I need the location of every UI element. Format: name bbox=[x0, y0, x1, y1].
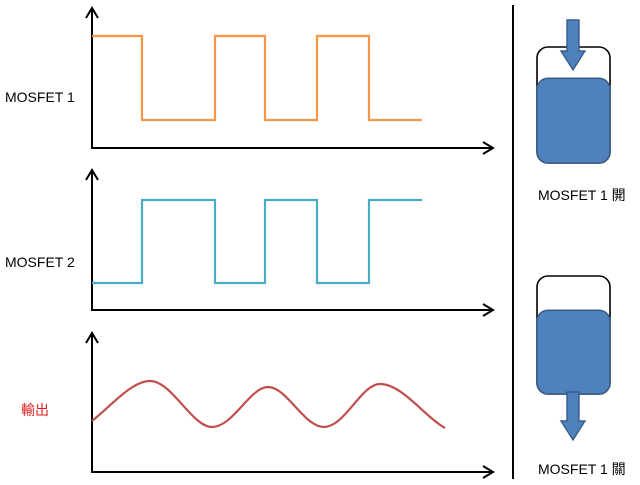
output-label: 輸出 bbox=[21, 402, 49, 418]
tank-liquid bbox=[536, 77, 611, 164]
plot-output bbox=[85, 331, 495, 479]
plot-mosfet2 bbox=[85, 168, 495, 317]
tank-inflow-caption: MOSFET 1 開 bbox=[538, 187, 626, 203]
tank-inflow-icon bbox=[536, 19, 611, 164]
x-axis-arrowhead bbox=[482, 303, 495, 317]
x-axis-arrowhead bbox=[482, 141, 495, 155]
output-waveform bbox=[91, 379, 446, 429]
plot-mosfet1 bbox=[85, 6, 495, 155]
y-axis-arrowhead bbox=[85, 331, 99, 344]
mosfet2-waveform bbox=[92, 198, 422, 285]
x-axis-arrowhead bbox=[482, 465, 495, 479]
tank-outflow-caption: MOSFET 1 關 bbox=[538, 461, 626, 477]
mosfet1-waveform bbox=[92, 34, 422, 122]
y-axis-arrowhead bbox=[85, 6, 99, 19]
y-axis-arrowhead bbox=[85, 168, 99, 181]
tank-outflow-icon bbox=[536, 275, 611, 442]
arrow-down-icon bbox=[559, 391, 587, 442]
tank-liquid bbox=[536, 309, 611, 395]
mosfet1-label: MOSFET 1 bbox=[5, 89, 75, 105]
arrow-down-icon bbox=[559, 19, 587, 72]
mosfet2-label: MOSFET 2 bbox=[5, 254, 75, 270]
